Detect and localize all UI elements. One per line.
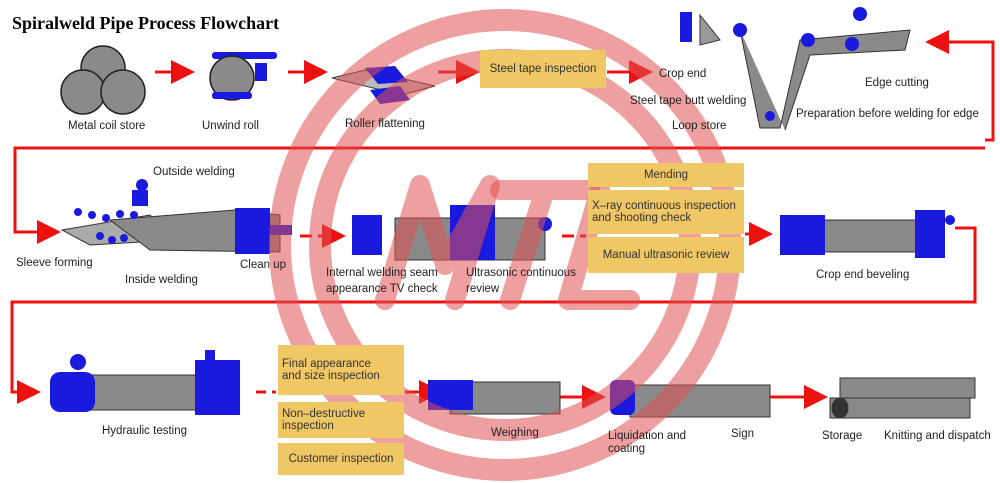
label-ultrasonic-1: Ultrasonic continuous [466, 267, 576, 279]
label-roller-flattening: Roller flattening [345, 118, 425, 130]
box-xray-inspection: X–ray continuous inspection and shooting… [588, 190, 744, 234]
hydraulic-testing-icon [50, 350, 240, 415]
label-loop-store: Loop store [672, 120, 727, 132]
label-preparation-before-welding: Preparation before welding for edge [796, 108, 979, 120]
storage-pipes-icon [829, 377, 976, 419]
return-line [925, 30, 995, 142]
label-hydraulic-testing: Hydraulic testing [102, 425, 188, 437]
unwind-roll-icon [209, 52, 277, 101]
sleeve-forming-icon [60, 179, 292, 254]
label-liquidation-1: Liquidation and [608, 430, 687, 442]
label-knitting-dispatch: Knitting and dispatch [884, 430, 991, 442]
weighing-icon [428, 380, 561, 415]
label-crop-end-beveling: Crop end beveling [816, 269, 910, 281]
label-inside-welding: Inside welding [125, 274, 198, 286]
label-ultrasonic-2: review [466, 283, 500, 295]
xray-line-2: and shooting check [592, 212, 692, 224]
box-manual-ultrasonic-review: Manual ultrasonic review [588, 237, 744, 273]
label-edge-cutting: Edge cutting [865, 77, 929, 89]
crop-end-beveling-icon [780, 210, 955, 258]
label-weighing: Weighing [491, 427, 539, 439]
box-final-inspection: Final appearance and size inspection [278, 345, 404, 395]
label-internal-welding-tv-2: appearance TV check [326, 283, 438, 295]
ndt-line-1: Non–destructive [282, 408, 366, 420]
box-customer-inspection: Customer inspection [278, 443, 404, 475]
label-liquidation-2: coating [608, 443, 646, 455]
label-internal-welding-tv-1: Internal welding seam [326, 267, 438, 279]
label-steel-tape-butt-welding: Steel tape butt welding [630, 95, 747, 107]
coil-stack-icon [60, 45, 146, 115]
box-steel-tape-inspection: Steel tape inspection [480, 50, 606, 88]
label-unwind-roll: Unwind roll [202, 120, 259, 132]
label-crop-end: Crop end [659, 68, 707, 80]
box-mending: Mending [588, 163, 744, 187]
label-metal-coil-store: Metal coil store [68, 120, 146, 132]
label-clean-up: Clean up [240, 259, 287, 271]
wrap-line-2 [10, 226, 977, 404]
box-non-destructive-inspection: Non–destructive inspection [278, 402, 404, 438]
label-sign: Sign [731, 428, 755, 440]
final-line-1: Final appearance [282, 358, 371, 370]
label-sleeve-forming: Sleeve forming [16, 257, 93, 269]
label-storage: Storage [822, 430, 863, 442]
ndt-line-2: inspection [282, 420, 334, 432]
wrap-line-1 [13, 146, 985, 244]
final-line-2: and size inspection [282, 370, 380, 382]
label-outside-welding: Outside welding [153, 166, 235, 178]
crop-end-loop-store-icon [680, 7, 911, 131]
xray-line-1: X–ray continuous inspection [592, 200, 736, 212]
page-title: Spiralweld Pipe Process Flowchart [12, 13, 280, 33]
